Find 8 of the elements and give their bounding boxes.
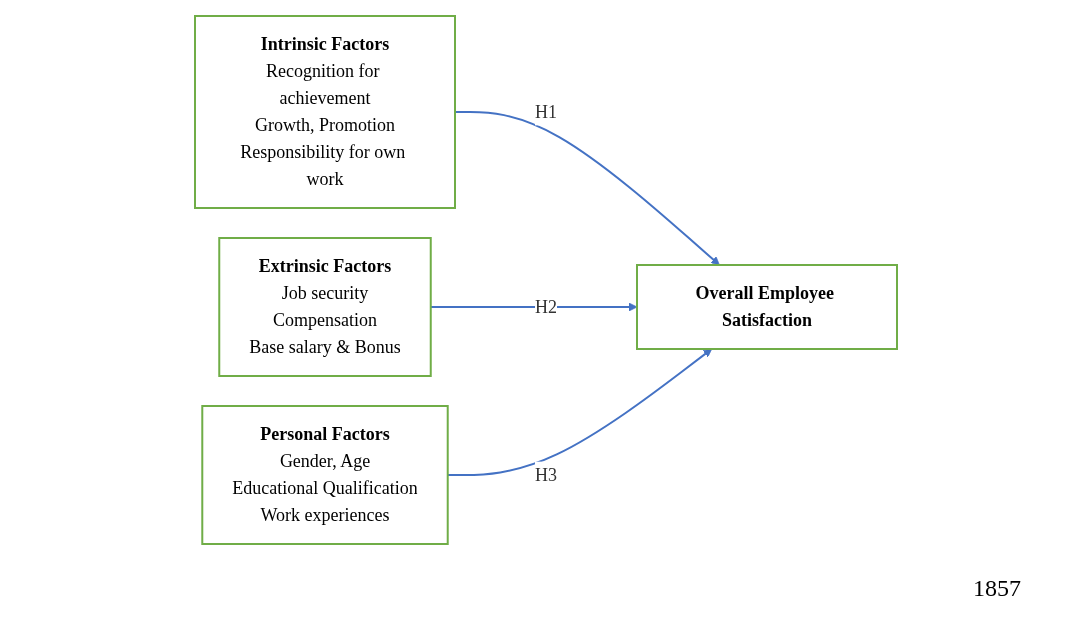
node-box: Overall Employee Satisfaction bbox=[635, 264, 898, 350]
node-box: Extrinsic Factors Job security Compensation Base salary & Bonus bbox=[217, 237, 432, 377]
edge-label: H1 bbox=[534, 101, 557, 122]
node-box: Personal Factors Gender, Age Educational Qualification Work experiences bbox=[200, 405, 449, 545]
node-box: Intrinsic Factors Recognition for achievement Growth, Promotion Responsibility for own work bbox=[193, 15, 456, 209]
edge-label: H2 bbox=[534, 296, 557, 317]
edge-label: H3 bbox=[534, 464, 557, 485]
page-number: 1857 bbox=[973, 575, 1021, 601]
